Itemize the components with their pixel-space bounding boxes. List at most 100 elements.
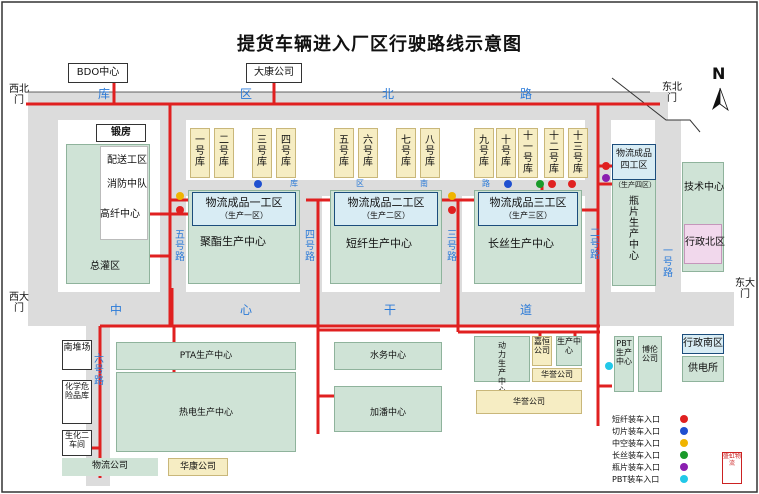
- legend-item: 中空装车入口: [612, 439, 660, 448]
- legend-dot: [680, 451, 688, 459]
- south-yard: 南堆场: [62, 340, 92, 370]
- warehouse-2: 二号库: [214, 128, 234, 178]
- hydro-center: 加潘中心: [334, 386, 442, 432]
- warehouse-10: 十号库: [496, 128, 516, 178]
- bio-workshop: 生化二车间: [62, 430, 92, 456]
- legend-dot: [680, 439, 688, 447]
- road5-strip: [160, 120, 186, 292]
- ne-road-edge: [611, 77, 701, 133]
- warehouse-9: 九号库: [474, 128, 494, 178]
- huaying-company-2: 华誉公司: [476, 390, 582, 414]
- logistics-zone-2: 物流成品二工区 （生产二区）: [334, 192, 438, 226]
- center-road-char-3: 干: [384, 303, 397, 317]
- legend-item: 短纤装车入口: [612, 415, 660, 424]
- dispatch-label: 配送工区: [107, 155, 147, 166]
- short-dot-2: [448, 206, 456, 214]
- warehouse-5: 五号库: [334, 128, 354, 178]
- logistics-zone-4: 物流成品四工区: [612, 144, 656, 180]
- logistics-zone-2-title: 物流成品二工区: [347, 196, 425, 209]
- road1-strip: [655, 120, 681, 295]
- north-road-char-2: 区: [240, 87, 253, 101]
- compass-icon: [712, 87, 729, 112]
- logistics-zone-3: 物流成品三工区 （生产三区）: [478, 192, 578, 226]
- center-road-char-2: 心: [240, 303, 253, 317]
- huakang-company: 华康公司: [168, 458, 228, 476]
- center-road: [28, 292, 734, 326]
- admin-south: 行政南区: [682, 334, 724, 354]
- road1-label: 一号路: [663, 246, 673, 279]
- bolun-company: 博伦公司: [638, 336, 662, 392]
- logistics-zone-1-sub: （生产一区）: [220, 210, 268, 220]
- logistics-zone-4-sub: （生产四区）: [614, 181, 656, 189]
- dakang-company: 大康公司: [246, 63, 302, 83]
- logistics-zone-1: 物流成品一工区 （生产一区）: [192, 192, 296, 226]
- wh-south-char-1: 库: [290, 179, 298, 188]
- main-tank-label: 总灌区: [90, 261, 120, 272]
- long-fiber-center-label: 长丝生产中心: [488, 237, 554, 250]
- road5-label: 五号路: [175, 230, 185, 263]
- north-road-char-4: 路: [520, 87, 533, 101]
- long-dot-1: [536, 180, 544, 188]
- warehouse-4: 四号库: [276, 128, 296, 178]
- warehouse-6: 六号库: [358, 128, 378, 178]
- legend-dot: [680, 463, 688, 471]
- bdo-center: BDO中心: [68, 63, 128, 83]
- logistics-zone-3-title: 物流成品三工区: [489, 196, 567, 209]
- warehouse-7: 七号库: [396, 128, 416, 178]
- tech-center: 技术中心: [684, 178, 724, 198]
- map-title: 提货车辆进入厂区行驶路线示意图: [237, 34, 522, 55]
- short-fiber-center-label: 短纤生产中心: [346, 237, 412, 250]
- road3-label: 三号路: [447, 230, 457, 263]
- water-center: 水务中心: [334, 342, 442, 370]
- legend-item: 长丝装车入口: [612, 451, 660, 460]
- short-dot-5: [602, 162, 610, 170]
- legend-item: PBT装车入口: [612, 475, 660, 484]
- road4-label: 四号路: [305, 230, 315, 263]
- road6-label: 六号路: [94, 354, 104, 387]
- wh-south-char-4: 路: [482, 179, 490, 188]
- huaying-company-1: 华誉公司: [532, 368, 582, 382]
- entry-dots: [176, 162, 613, 370]
- admin-north: 行政北区: [684, 224, 725, 264]
- pbt-center: PBT生产中心: [614, 336, 634, 392]
- center-road-char-1: 中: [110, 303, 123, 317]
- heat-power-center: 热电生产中心: [116, 372, 296, 452]
- north-road-char-3: 北: [382, 87, 395, 101]
- warehouse-8: 八号库: [420, 128, 440, 178]
- west-road: [28, 104, 58, 292]
- warehouse-13: 十三号库: [568, 128, 588, 178]
- road2-label: 二号路: [590, 228, 600, 261]
- hollow-dot-1: [176, 192, 184, 200]
- legend-item: 瓶片装车入口: [612, 463, 660, 472]
- short-dot-4: [568, 180, 576, 188]
- short-dot-1: [176, 206, 184, 214]
- jiaheng-company: 嘉恒公司: [532, 336, 552, 366]
- hollow-dot-2: [448, 192, 456, 200]
- chip-dot-2: [504, 180, 512, 188]
- chemical-store: 化学危险品库: [62, 380, 92, 424]
- legend-dot: [680, 427, 688, 435]
- gate-east-north: 东北门: [662, 82, 682, 104]
- logistics-zone-2-sub: （生产二区）: [362, 210, 410, 220]
- wh-south-char-3: 南: [420, 179, 428, 188]
- pta-center: PTA生产中心: [116, 342, 296, 370]
- gate-west-main: 西大门: [9, 292, 29, 314]
- bottle-dot-1: [602, 174, 610, 182]
- legend-dot: [680, 415, 688, 423]
- logistics-zone-1-title: 物流成品一工区: [205, 196, 283, 209]
- gate-west-north: 西北门: [9, 84, 29, 106]
- sheng-center: 生产中心: [556, 336, 582, 366]
- pbt-dot-1: [605, 362, 613, 370]
- legend-dot: [680, 475, 688, 483]
- logistics-zone-3-sub: （生产三区）: [504, 210, 552, 220]
- forge-building: 锻房: [96, 124, 146, 142]
- north-road-char-1: 库: [98, 87, 111, 101]
- warehouse-3: 三号库: [252, 128, 272, 178]
- compass-label: N: [712, 64, 726, 83]
- legend-item: 切片装车入口: [612, 427, 660, 436]
- warehouse-12: 十二号库: [544, 128, 564, 178]
- west-inner-block: [100, 146, 148, 240]
- north-road-east: [608, 92, 668, 120]
- polyester-center-label: 聚酯生产中心: [200, 235, 266, 248]
- warehouse-11: 十一号库: [518, 128, 538, 178]
